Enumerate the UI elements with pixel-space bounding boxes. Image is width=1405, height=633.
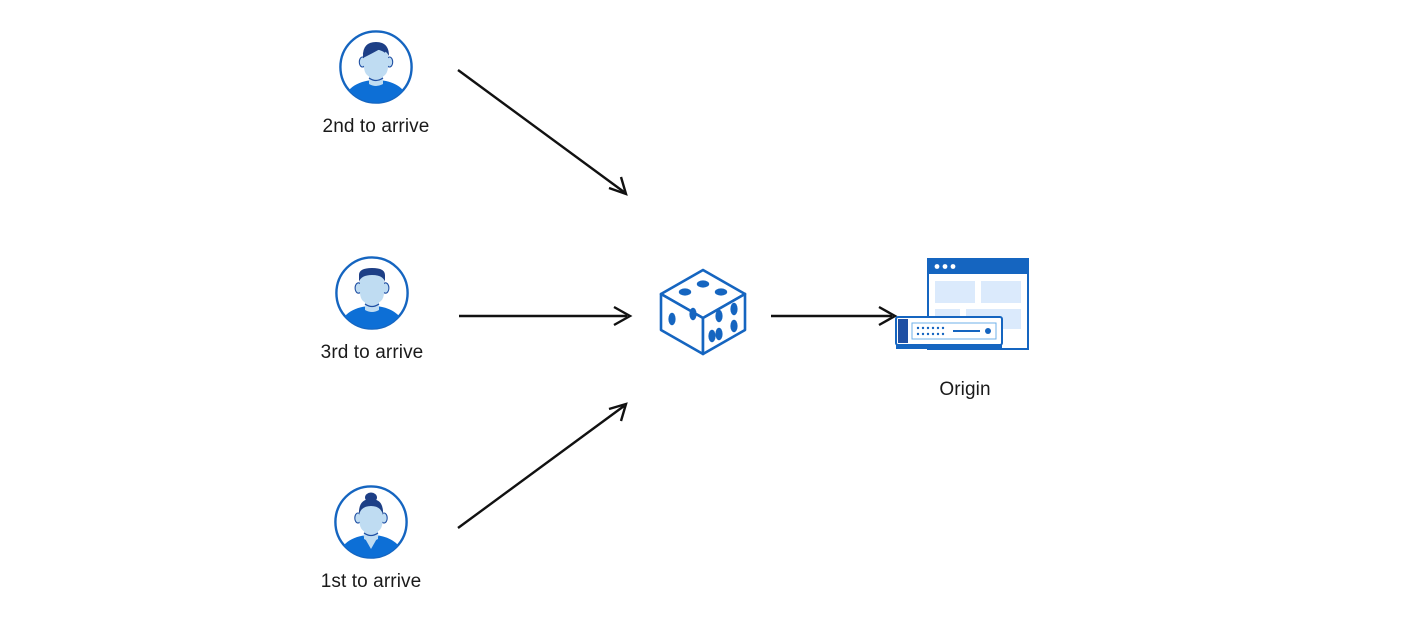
origin-server-icon [890,255,1040,365]
node-user-1st[interactable]: 1st to arrive [306,483,436,594]
edge-3rd-to-dice [459,305,633,327]
rack-server [895,316,1003,349]
node-user-2nd[interactable]: 2nd to arrive [311,28,441,139]
edge-1st-to-dice [457,402,628,529]
user-avatar-icon [337,28,415,106]
node-label: 1st to arrive [320,571,422,592]
edge-2nd-to-dice [457,69,628,196]
node-label: Origin [939,379,991,400]
edge-dice-to-origin [771,305,898,327]
node-user-3rd[interactable]: 3rd to arrive [307,254,437,365]
user-avatar-icon [332,483,410,561]
node-origin[interactable]: Origin [890,255,1040,402]
node-dice[interactable] [655,264,751,360]
node-label: 2nd to arrive [322,116,430,137]
node-label: 3rd to arrive [320,342,424,363]
dice-icon [655,264,751,360]
user-avatar-icon [333,254,411,332]
